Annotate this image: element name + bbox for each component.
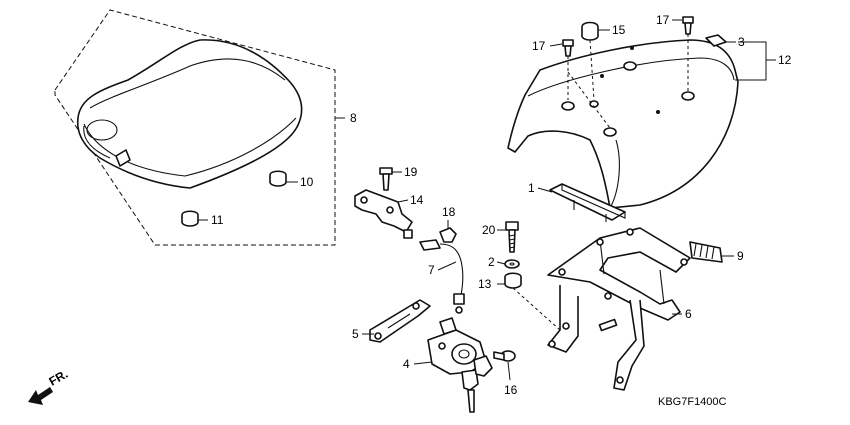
- callout-10: 10: [300, 175, 314, 189]
- clip-18: [439, 227, 457, 243]
- grommet-11: [181, 210, 199, 227]
- front-arrow-icon: [28, 387, 53, 405]
- callout-8: 8: [350, 111, 357, 125]
- guide-lines: [567, 34, 689, 129]
- callout-3: 3: [738, 35, 745, 49]
- washer-2: [504, 259, 520, 269]
- callout-4: 4: [403, 357, 410, 371]
- leader-lines: [198, 19, 776, 381]
- callout-20: 20: [482, 223, 496, 237]
- grommet-15: [581, 21, 599, 41]
- callout-17-right: 17: [656, 13, 670, 27]
- callout-15: 15: [612, 23, 626, 37]
- bracket-1: [549, 183, 626, 222]
- callout-14: 14: [410, 193, 424, 207]
- callout-7: 7: [428, 263, 435, 277]
- stay-5: [369, 299, 431, 343]
- key-icon: [461, 355, 493, 413]
- bolt-19: [379, 167, 393, 191]
- callout-16: 16: [504, 383, 518, 397]
- screw-17-right: [682, 16, 694, 35]
- seat-lock-cable-7: [419, 239, 465, 314]
- grommet-13: [504, 272, 522, 289]
- callout-2: 2: [488, 255, 495, 269]
- seat-group-outline: [54, 9, 336, 246]
- callout-13: 13: [478, 277, 492, 291]
- seat-bracket-6: [547, 227, 691, 391]
- callout-12: 12: [778, 53, 792, 67]
- callout-5: 5: [352, 327, 359, 341]
- callout-1: 1: [528, 181, 535, 195]
- callout-11: 11: [211, 213, 224, 227]
- screw-17-left: [562, 39, 574, 57]
- callout-9: 9: [737, 249, 744, 263]
- seat-lock-4: [427, 317, 487, 375]
- diagram-code: KBG7F1400C: [658, 396, 727, 408]
- bolt-20: [505, 221, 519, 253]
- seat: [76, 39, 303, 189]
- callout-17-left: 17: [532, 39, 546, 53]
- grommet-10: [269, 170, 287, 187]
- callout-6: 6: [685, 307, 692, 321]
- callout-labels: 8 10 11 17 15 17 3 12 1 20 2 13 9 6 19 1…: [211, 13, 792, 397]
- screw-16: [493, 350, 516, 362]
- callout-18: 18: [442, 205, 456, 219]
- callout-19: 19: [404, 165, 418, 179]
- rear-cover: [507, 39, 739, 209]
- seat-catch-14: [354, 189, 413, 239]
- direction-label: FR.: [47, 367, 71, 389]
- rubber-pad-9: [689, 241, 723, 263]
